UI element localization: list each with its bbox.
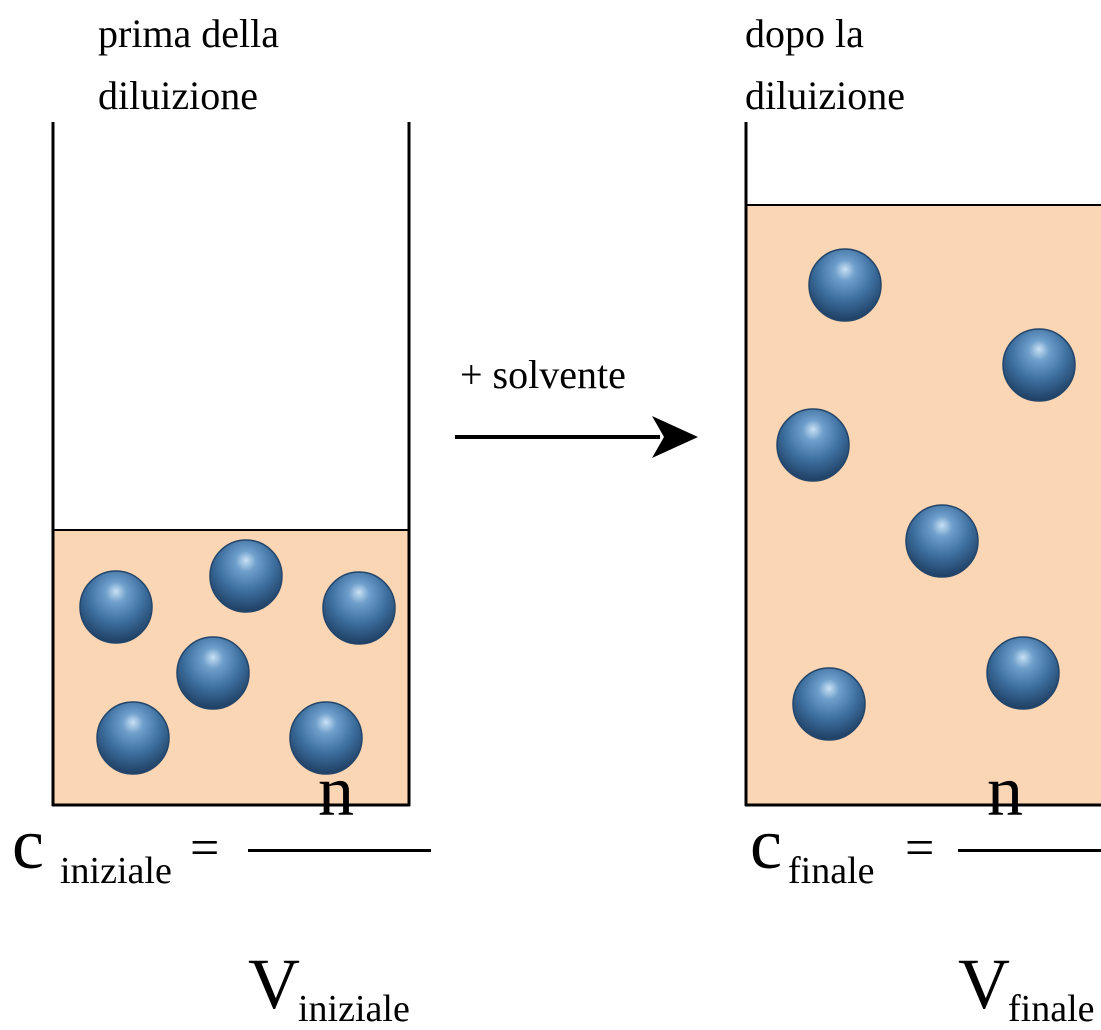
solute-particle	[289, 701, 363, 775]
solute-particle	[1002, 328, 1076, 402]
fraction-bar	[248, 849, 431, 852]
solute-particle	[776, 408, 850, 482]
before-dilution-caption: prima della diluizione	[98, 11, 280, 118]
after-dilution-caption: dopo la diluizione	[745, 11, 905, 118]
solute-particle	[176, 636, 250, 710]
dilution-diagram: + solvente	[51, 122, 1101, 807]
solute-particle	[209, 539, 283, 613]
denominator-volume-symbol: V	[958, 944, 1010, 1024]
denominator-volume-subscript: iniziale	[298, 988, 410, 1030]
equals-sign: =	[190, 820, 220, 877]
concentration-subscript: iniziale	[60, 850, 172, 892]
solute-particle	[808, 248, 882, 322]
solute-particle	[792, 667, 866, 741]
numerator-moles: n	[987, 751, 1023, 831]
numerator-moles: n	[318, 751, 354, 831]
arrowhead	[652, 416, 698, 458]
denominator-volume-subscript: finale	[1008, 988, 1095, 1030]
solute-particle	[905, 504, 979, 578]
denominator-volume-symbol: V	[248, 944, 300, 1024]
concentration-subscript: finale	[788, 850, 875, 892]
fraction-bar	[958, 849, 1101, 852]
solute-particle	[79, 570, 153, 644]
concentration-symbol: c	[750, 804, 782, 884]
solute-particle	[986, 636, 1060, 710]
equals-sign: =	[905, 820, 935, 877]
particles-before	[79, 539, 396, 775]
concentration-symbol: c	[12, 804, 44, 884]
solute-particle	[322, 571, 396, 645]
add-solvent-label: + solvente	[460, 352, 626, 397]
particles-after	[776, 248, 1076, 741]
solute-particle	[96, 701, 170, 775]
dilution-arrow	[455, 416, 698, 458]
